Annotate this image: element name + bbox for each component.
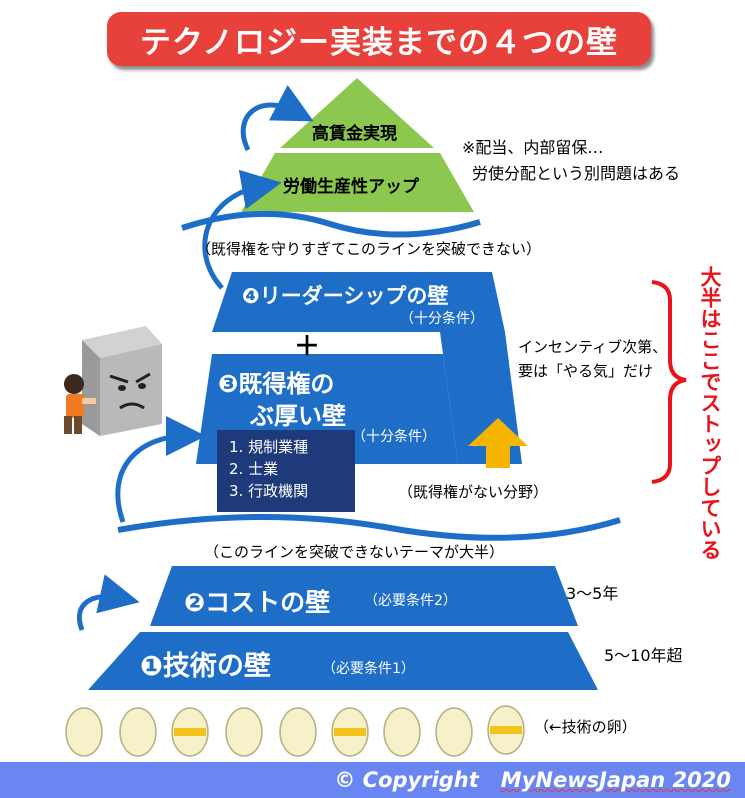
- wall-1-shape: [88, 632, 598, 690]
- wall-3-condition: （十分条件）: [352, 429, 436, 445]
- sector-item: 1. 規制業種: [229, 438, 309, 456]
- curved-arrow-to-wall3: [115, 416, 206, 523]
- lower-breakthrough-wave: [117, 513, 621, 541]
- egg: [383, 707, 421, 757]
- wall-1-label: ❶技術の壁: [140, 651, 271, 682]
- stone-wall-character: [82, 326, 162, 436]
- wall-2-duration: 3〜5年: [566, 584, 619, 603]
- wall-2-condition: （必要条件2）: [364, 593, 457, 609]
- wall-3-label-line2: ぶ厚い壁: [250, 402, 346, 430]
- egg: [119, 707, 157, 757]
- incentive-note-line1: インセンティブ次第、: [518, 338, 668, 356]
- curved-arrow-to-productivity: [202, 169, 282, 290]
- lower-line-note: （このラインを突破できないテーマが大半）: [204, 543, 505, 561]
- wall-4-label: ❹リーダーシップの壁: [242, 284, 449, 308]
- pushing-person-icon: [64, 374, 96, 434]
- title-text: テクノロジー実装までの４つの壁: [139, 24, 619, 61]
- wall-4-condition: （十分条件）: [400, 311, 484, 327]
- no-vested-interest-note: （既得権がない分野）: [398, 483, 549, 501]
- egg-row: [65, 705, 525, 757]
- pyramid-peak-shape: [280, 78, 434, 148]
- egg: [225, 707, 263, 757]
- copyright-mark: © Copyright: [334, 768, 479, 792]
- upper-line-note: （既得権を守りすぎてこのラインを突破できない）: [196, 240, 542, 258]
- gold-up-arrow: [468, 418, 528, 468]
- title-banner: テクノロジー実装までの４つの壁: [107, 12, 651, 66]
- wall-2-shape: [150, 566, 578, 626]
- plus-sign: ＋: [294, 332, 321, 362]
- wall-1-condition: （必要条件1）: [322, 661, 415, 677]
- productivity-label: 労働生産性アップ: [283, 177, 419, 197]
- incentive-note-line2: 要は「やる気」だけ: [518, 362, 654, 380]
- sector-list-box: 1. 規制業種 2. 士業 3. 行政機関: [217, 430, 355, 512]
- copyright-footer: © Copyright MyNewsJapan 2020: [0, 762, 745, 798]
- eggs-note: （←技術の卵）: [534, 718, 637, 736]
- upper-breakthrough-wave: [181, 210, 481, 238]
- distribution-note-line1: ※配当、内部留保…: [462, 138, 604, 157]
- stop-here-callout: 大半はここでストップしている: [698, 266, 722, 560]
- curved-arrow-to-wall2: [77, 574, 140, 631]
- wall-4-shape: [212, 272, 505, 332]
- egg: [65, 707, 103, 757]
- wall-2-label: ❷コストの壁: [184, 588, 331, 617]
- red-brace: [651, 280, 687, 484]
- wall-1-duration: 5〜10年超: [604, 646, 683, 665]
- egg: [435, 707, 473, 757]
- sector-item: 3. 行政機関: [229, 482, 309, 500]
- wall-3-label-line1: ❸既得権の: [218, 370, 335, 398]
- brand-name: MyNewsJapan 2020: [500, 768, 731, 792]
- sector-item: 2. 士業: [229, 460, 279, 478]
- peak-label: 高賃金実現: [312, 124, 397, 144]
- curved-arrow-to-peak: [240, 84, 314, 152]
- distribution-note-line2: 労使分配という別問題はある: [472, 164, 681, 183]
- egg: [279, 707, 317, 757]
- pyramid-lower-shape: [241, 153, 474, 212]
